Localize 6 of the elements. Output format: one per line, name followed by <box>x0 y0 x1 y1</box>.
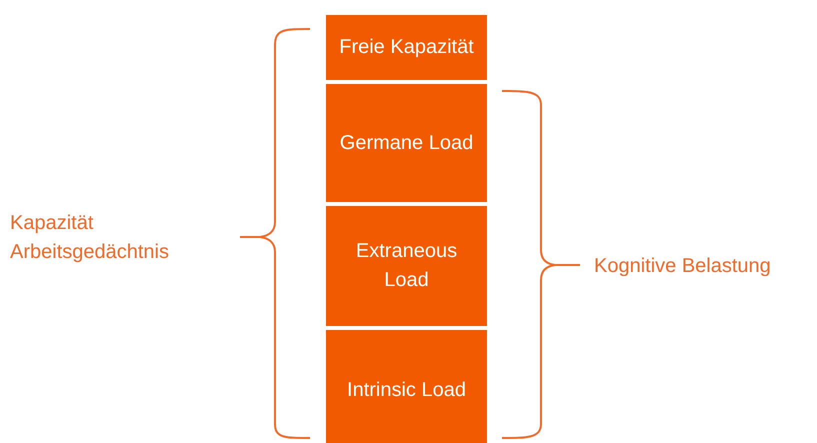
stack-block: Extraneous Load <box>326 206 487 326</box>
stack-block: Germane Load <box>326 84 487 202</box>
stack-block: Freie Kapazität <box>326 15 487 80</box>
bracket-label: Kognitive Belastung <box>594 254 771 279</box>
bracket-label: Kapazität Arbeitsgedächtnis <box>10 211 170 265</box>
stack-block: Intrinsic Load <box>326 330 487 443</box>
